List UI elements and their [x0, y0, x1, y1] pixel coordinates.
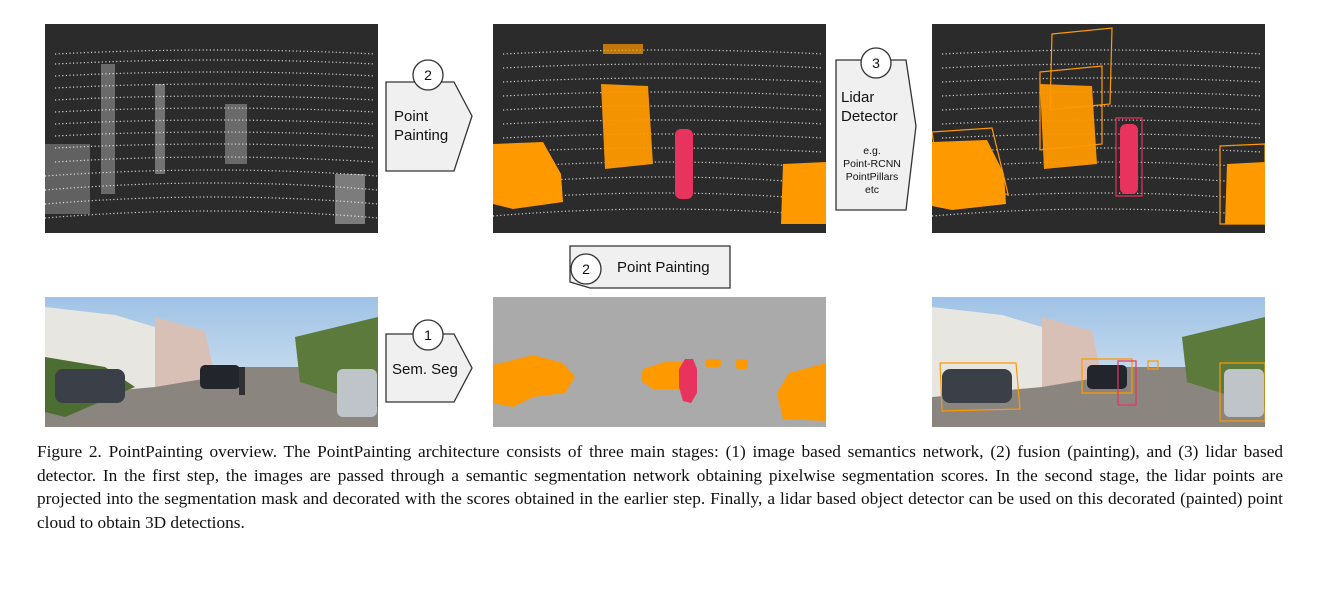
arrow-shape-icon: [835, 47, 917, 211]
step-3-lidar-detector-arrow: 3 Lidar Detector e.g. Point-RCNN PointPi…: [834, 46, 928, 212]
detections-point-cloud-image: [932, 24, 1265, 233]
step-2-point-painting-arrow: 2 Point Painting: [384, 56, 488, 176]
step-number: 2: [582, 261, 590, 277]
step-number: 2: [424, 67, 432, 83]
step-label-line2: Painting: [394, 127, 449, 144]
detections-camera-image: [932, 297, 1265, 427]
detections-point-cloud-panel: [932, 24, 1265, 233]
segmentation-mask-panel: [493, 297, 826, 427]
step-number: 3: [872, 55, 880, 71]
raw-point-cloud-panel: [45, 24, 378, 233]
arrow-shape-icon: [385, 59, 473, 172]
step-number: 1: [424, 327, 432, 343]
detector-example-label: etc: [864, 184, 879, 196]
camera-street-image: [45, 297, 378, 427]
raw-point-cloud-image: [45, 24, 378, 233]
detector-example-label: e.g.: [863, 145, 881, 157]
step-label-line2: Detector: [841, 108, 898, 125]
step-1-sem-seg-arrow: 1 Sem. Seg: [384, 318, 488, 406]
step-2-point-painting-up-arrow: 2 Point Painting: [562, 244, 736, 292]
step-label-line1: Lidar: [841, 89, 875, 106]
figure-caption: Figure 2. PointPainting overview. The Po…: [37, 442, 1283, 532]
step-label: Sem. Seg: [392, 361, 458, 378]
camera-image-panel: [45, 297, 378, 427]
arrow-shape-icon: [385, 319, 473, 403]
detector-example-label: Point-RCNN: [843, 158, 901, 170]
step-label: Point Painting: [617, 259, 710, 276]
arrow-shape-icon: [569, 245, 731, 289]
painted-point-cloud-image: [493, 24, 826, 233]
detections-camera-panel: [932, 297, 1265, 427]
segmentation-mask-image: [493, 297, 826, 427]
painted-point-cloud-panel: [493, 24, 826, 233]
step-label-line1: Point: [394, 108, 429, 125]
detector-example-label: PointPillars: [845, 171, 899, 183]
